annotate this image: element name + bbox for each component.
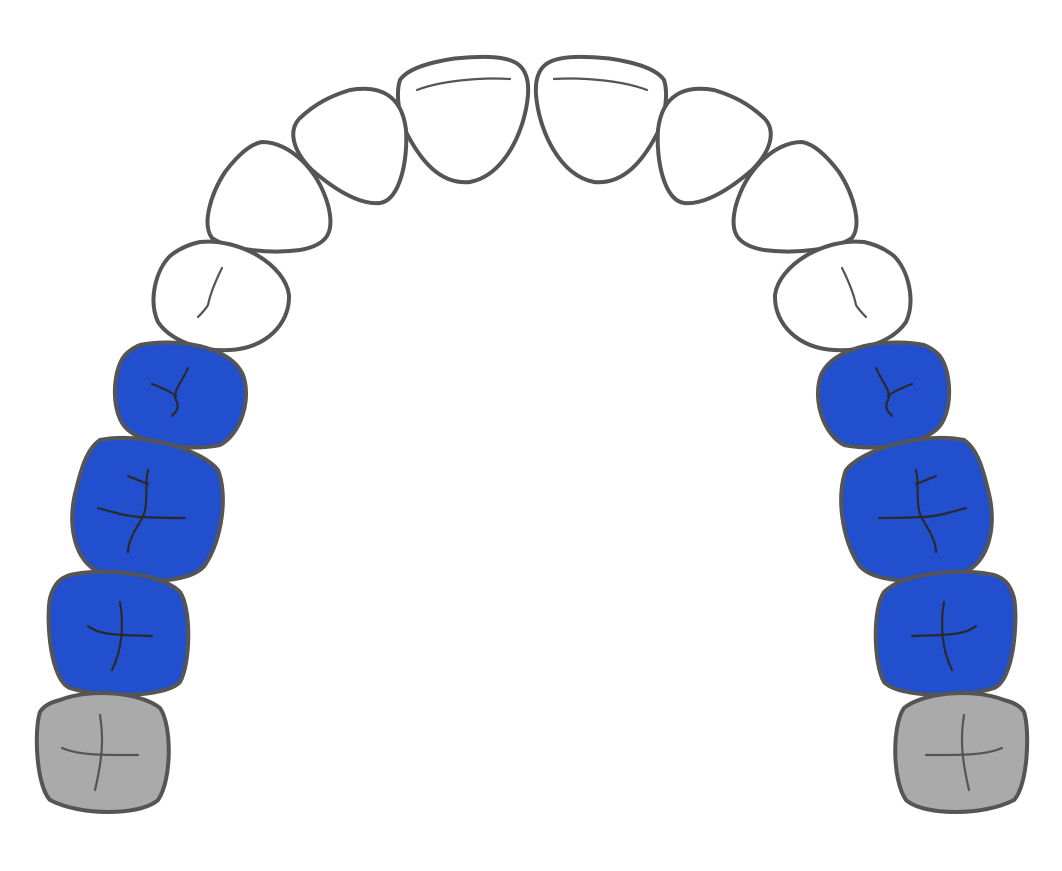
tooth-outline-selected[interactable] xyxy=(873,569,1018,697)
tooth-right-lateral-incisor[interactable] xyxy=(655,86,773,206)
tooth-right-second-premolar[interactable] xyxy=(816,340,952,450)
tooth-left-canine[interactable] xyxy=(205,140,333,254)
tooth-fissure-line xyxy=(415,77,512,92)
tooth-right-third-molar[interactable] xyxy=(893,691,1030,814)
tooth-fissure-line xyxy=(552,77,649,92)
tooth-outline-default[interactable] xyxy=(151,239,292,353)
left-quadrant xyxy=(34,54,531,814)
tooth-fissure-line xyxy=(86,624,154,638)
tooth-right-central-incisor[interactable] xyxy=(533,54,669,185)
tooth-outline-missing[interactable] xyxy=(893,691,1030,814)
tooth-outline-selected[interactable] xyxy=(46,569,191,697)
tooth-outline-default[interactable] xyxy=(533,54,669,185)
tooth-fissure-line xyxy=(126,474,150,486)
tooth-outline-missing[interactable] xyxy=(34,691,171,814)
tooth-left-central-incisor[interactable] xyxy=(395,54,531,185)
tooth-outline-default[interactable] xyxy=(291,86,409,206)
tooth-right-first-premolar[interactable] xyxy=(772,239,913,353)
tooth-outline-default[interactable] xyxy=(395,54,531,185)
tooth-left-lateral-incisor[interactable] xyxy=(291,86,409,206)
tooth-left-first-molar[interactable] xyxy=(70,435,225,583)
tooth-fissure-line xyxy=(877,506,968,520)
tooth-fissure-line xyxy=(96,506,187,520)
tooth-fissure-line xyxy=(914,468,938,554)
tooth-left-first-premolar[interactable] xyxy=(151,239,292,353)
tooth-fissure-line xyxy=(110,600,124,672)
tooth-outline-selected[interactable] xyxy=(112,340,248,450)
tooth-fissure-line xyxy=(93,713,104,792)
tooth-right-first-molar[interactable] xyxy=(839,435,994,583)
tooth-fissure-line xyxy=(910,624,978,638)
tooth-fissure-line xyxy=(874,366,894,418)
tooth-fissure-line xyxy=(126,468,150,554)
tooth-outline-selected[interactable] xyxy=(839,435,994,583)
tooth-right-second-molar[interactable] xyxy=(873,569,1018,697)
tooth-outline-selected[interactable] xyxy=(816,340,952,450)
tooth-right-canine[interactable] xyxy=(731,140,859,254)
tooth-fissure-line xyxy=(960,713,971,792)
tooth-fissure-line xyxy=(60,746,140,757)
tooth-outline-default[interactable] xyxy=(205,140,333,254)
tooth-fissure-line xyxy=(886,382,914,398)
tooth-fissure-line xyxy=(170,366,190,418)
tooth-fissure-line xyxy=(914,474,938,486)
tooth-left-second-premolar[interactable] xyxy=(112,340,248,450)
right-quadrant xyxy=(533,54,1030,814)
tooth-left-second-molar[interactable] xyxy=(46,569,191,697)
tooth-fissure-line xyxy=(940,600,954,672)
tooth-outline-default[interactable] xyxy=(731,140,859,254)
tooth-outline-default[interactable] xyxy=(772,239,913,353)
tooth-left-third-molar[interactable] xyxy=(34,691,171,814)
tooth-fissure-line xyxy=(196,266,224,319)
tooth-fissure-line xyxy=(840,266,868,319)
tooth-fissure-line xyxy=(924,746,1004,757)
tooth-outline-selected[interactable] xyxy=(70,435,225,583)
tooth-fissure-line xyxy=(150,382,178,398)
tooth-outline-default[interactable] xyxy=(655,86,773,206)
